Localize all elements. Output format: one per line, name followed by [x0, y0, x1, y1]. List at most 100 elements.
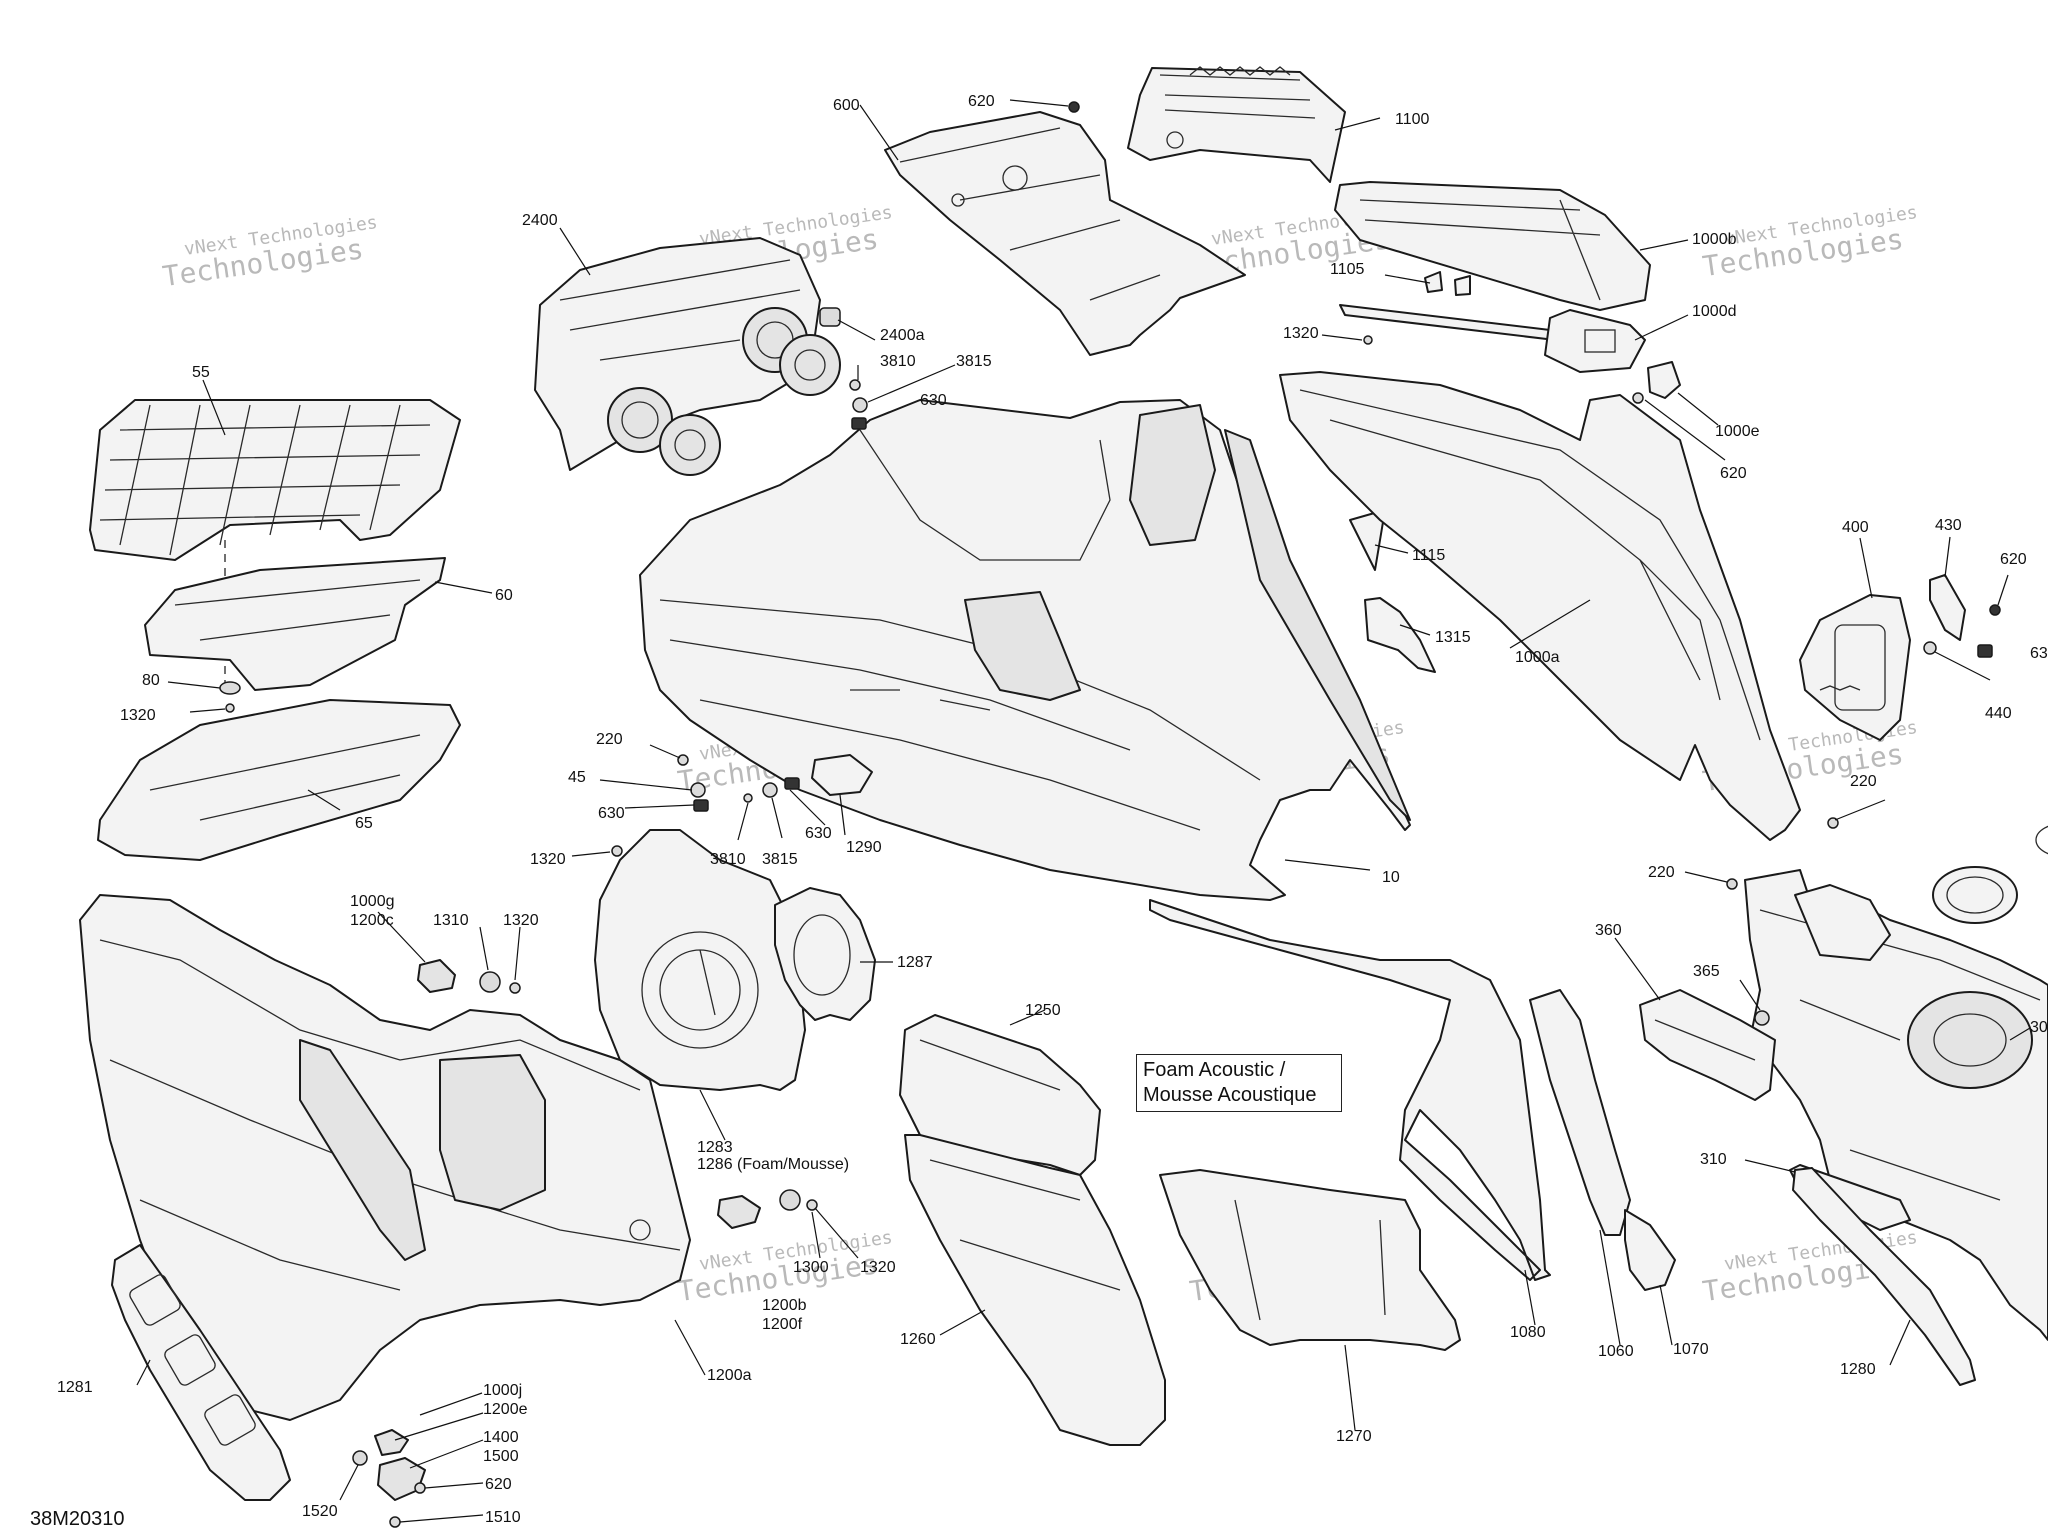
callout-1000e: 1000e — [1715, 423, 1760, 440]
seal-ring — [2035, 825, 2048, 855]
callout-365: 365 — [1693, 963, 1720, 980]
part-10-body-hood — [639, 399, 1411, 901]
callout-labels: 600 620 1100 2400 1000b 1105 1000d 1320 … — [57, 93, 2048, 1526]
part-430-bracket — [1929, 574, 1966, 641]
part-1290-block — [811, 754, 873, 796]
clip — [1977, 644, 1993, 658]
fastener-1320 — [806, 1199, 818, 1211]
callout-1500: 1500 — [483, 1448, 519, 1465]
part-400-vent — [1799, 594, 1911, 741]
part-1270-foam — [1159, 1169, 1461, 1351]
callout-220: 220 — [1850, 773, 1877, 790]
callout-1200c: 1200c — [350, 912, 394, 929]
part-1000a-side-panel — [1279, 371, 1801, 841]
callout-1320: 1320 — [860, 1259, 896, 1276]
part-60-deflector — [144, 557, 446, 691]
callout-1000j: 1000j — [483, 1382, 522, 1399]
callout-1320: 1320 — [530, 851, 566, 868]
part-1100-vent — [1127, 66, 1346, 183]
part-1315-bracket — [1364, 597, 1436, 673]
note-line: Mousse Acoustique — [1143, 1084, 1317, 1106]
part-1250-foam — [899, 1014, 1101, 1176]
callout-1320: 1320 — [120, 707, 156, 724]
callout-1286: 1286 (Foam/Mousse) — [697, 1156, 849, 1173]
part-1060-foam — [1529, 989, 1631, 1236]
callout-3810: 3810 — [880, 353, 916, 370]
callout-1200f: 1200f — [762, 1316, 803, 1333]
callout-220: 220 — [1648, 864, 1675, 881]
part-1070-foam — [1624, 1209, 1676, 1291]
part-1400-clip — [374, 1429, 409, 1456]
nut-630 — [784, 777, 800, 790]
nut-630 — [851, 417, 867, 430]
part-30-tank — [1744, 869, 2048, 1341]
fastener-620 — [414, 1482, 426, 1494]
washer-3815 — [762, 782, 778, 798]
callout-1115: 1115 — [1412, 547, 1445, 564]
callout-1520: 1520 — [302, 1503, 338, 1520]
callout-360: 360 — [1595, 922, 1622, 939]
callout-1260: 1260 — [900, 1331, 936, 1348]
callout-620: 620 — [1720, 465, 1747, 482]
part-1000b-duct — [1334, 181, 1651, 311]
callout-65: 65 — [355, 815, 373, 832]
callout-430: 430 — [1935, 517, 1962, 534]
callout-3810: 3810 — [710, 851, 746, 868]
callout-3815: 3815 — [956, 353, 992, 370]
callout-1400: 1400 — [483, 1429, 519, 1446]
callout-1200b: 1200b — [762, 1297, 807, 1314]
callout-30: 30 — [2030, 1019, 2048, 1036]
watermark: vNext Technologies Technologies — [161, 212, 379, 293]
part-1000g-clip — [417, 959, 456, 993]
part-1200b-clip — [717, 1195, 761, 1229]
part-1500-latch — [377, 1457, 426, 1501]
part-2400-headlight — [534, 237, 841, 476]
washer-45 — [690, 782, 706, 798]
callout-630: 630 — [920, 392, 947, 409]
foam-acoustic-note: Foam Acoustic / Mousse Acoustique — [1136, 1054, 1342, 1112]
callout-1060: 1060 — [1598, 1343, 1634, 1360]
callout-1070: 1070 — [1673, 1341, 1709, 1358]
part-1115-plate — [1349, 509, 1386, 571]
part-rod — [1339, 304, 1556, 341]
callout-80: 80 — [142, 672, 160, 689]
callout-10: 10 — [1382, 869, 1400, 886]
part-65-panel — [97, 699, 461, 861]
part-1310-grommet — [479, 971, 501, 993]
fastener-1320 — [225, 703, 235, 713]
callout-600: 600 — [833, 97, 860, 114]
part-1080-strip — [1149, 899, 1551, 1281]
callout-620: 620 — [485, 1476, 512, 1493]
callout-630: 630 — [598, 805, 625, 822]
callout-1080: 1080 — [1510, 1324, 1546, 1341]
part-1287-seal — [774, 887, 876, 1021]
fastener-1320 — [1363, 335, 1373, 345]
part-365-knob — [1754, 1010, 1770, 1026]
fastener-1320 — [611, 845, 623, 857]
callout-1300: 1300 — [793, 1259, 829, 1276]
part-360-bracket — [1639, 989, 1776, 1101]
callout-310: 310 — [1700, 1151, 1727, 1168]
washer-3815 — [852, 397, 868, 413]
callout-1100: 1100 — [1395, 111, 1430, 128]
callout-1000g: 1000g — [350, 893, 395, 910]
callout-55: 55 — [192, 364, 210, 381]
fastener-220 — [1726, 878, 1738, 890]
callout-1270: 1270 — [1336, 1428, 1372, 1445]
callout-1200e: 1200e — [483, 1401, 528, 1418]
callout-1290: 1290 — [846, 839, 882, 856]
part-1105-inserts — [1424, 271, 1471, 296]
callout-1320: 1320 — [1283, 325, 1319, 342]
callout-45: 45 — [568, 769, 586, 786]
callout-2400a: 2400a — [880, 327, 925, 344]
fastener-1320 — [509, 982, 521, 994]
callout-1510: 1510 — [485, 1509, 521, 1526]
callout-2400: 2400 — [522, 212, 558, 229]
callout-1281: 1281 — [57, 1379, 93, 1396]
fastener-3810 — [849, 379, 861, 391]
washer-80 — [219, 681, 241, 695]
part-600-upper-cover — [884, 111, 1246, 356]
part-1281-grille — [111, 1244, 291, 1501]
callout-1200a: 1200a — [707, 1367, 752, 1384]
